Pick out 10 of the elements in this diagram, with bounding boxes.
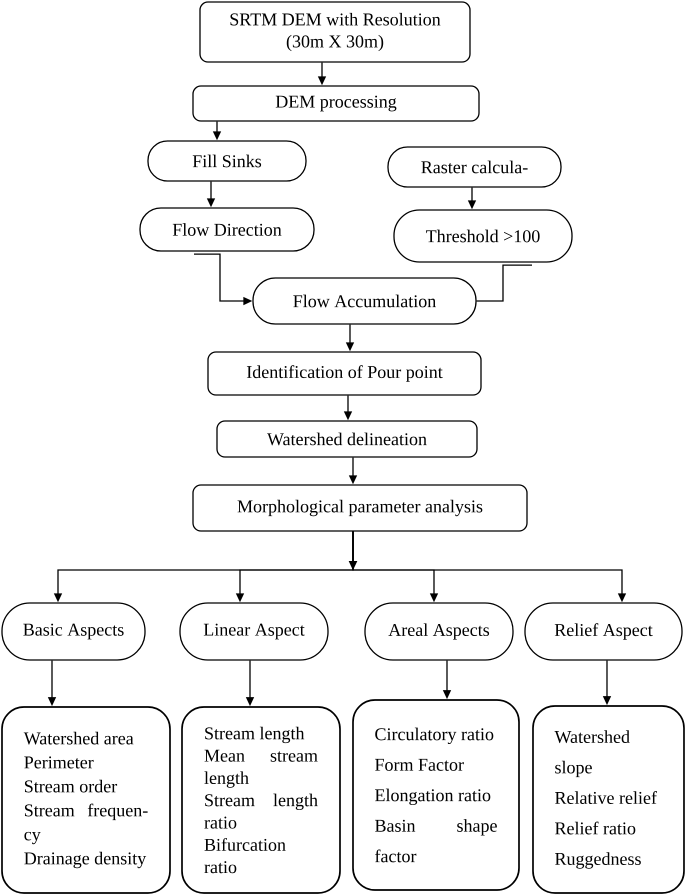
process-box: SRTM DEM with Resolution (30m X 30m) [199,1,471,63]
list-box: Watershed area Perimeter Stream order Stream frequen-cy Drainage density [1,706,171,894]
list-box: Stream length Mean stream length Stream length ratio Bifurcation ratio [181,706,341,894]
process-box: Watershed delineation [216,420,478,458]
process-box: DEM processing [192,85,480,122]
process-box: Identification of Pour point [207,351,482,396]
process-box: Morphological parameter analysis [192,484,528,532]
list-box: Circulatory ratio Form Factor Elongation ratio Basin shape factor [352,699,520,891]
list-box: Watershed slope Relative relief Relief ratio Ruggedness [532,705,685,894]
connector-line [476,264,532,302]
